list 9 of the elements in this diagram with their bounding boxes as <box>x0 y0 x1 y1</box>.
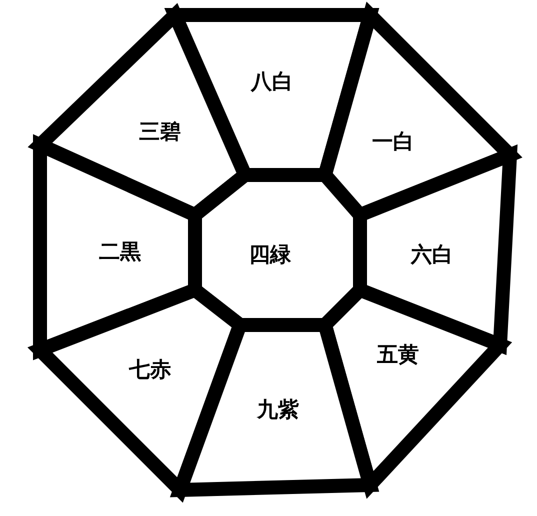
star-name: 八白 <box>251 72 293 92</box>
star-name: 九紫 <box>257 400 299 420</box>
star-name: 六白 <box>411 244 453 266</box>
star-name: 一白 <box>372 132 414 152</box>
star-name: 七赤 <box>129 360 171 380</box>
star-name: 三碧 <box>139 122 181 142</box>
star-name: 五黄 <box>377 344 419 366</box>
star-name: 二黒 <box>99 242 141 262</box>
star-name: 四緑 <box>249 244 291 266</box>
